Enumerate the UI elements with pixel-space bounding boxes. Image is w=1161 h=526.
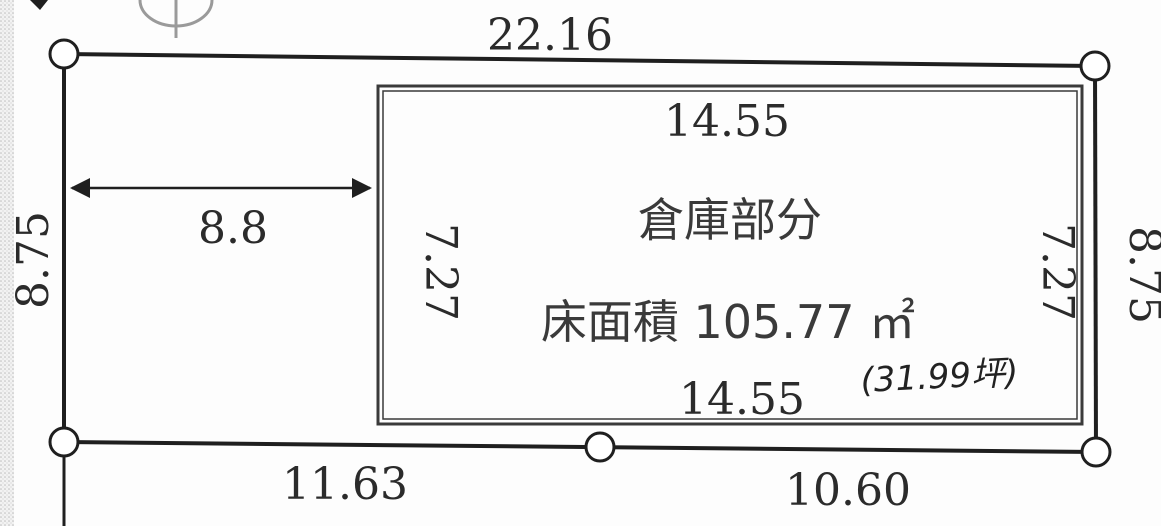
lot-boundary <box>62 52 1098 454</box>
lot-top-length: 22.16 <box>487 10 613 61</box>
building-top-width: 14.55 <box>664 96 790 147</box>
lot-edge-top <box>63 52 1096 68</box>
scan-edge-texture <box>0 0 14 526</box>
building-left-height: 7.27 <box>415 223 466 321</box>
lot-left-depth: 8.75 <box>8 211 59 309</box>
setback-distance: 8.8 <box>198 203 268 254</box>
lot-edge-bottom <box>63 440 1097 454</box>
compass-icon <box>30 0 214 38</box>
floor-area-label: 床面積 105.77 ㎡ <box>541 295 915 349</box>
boundary-marker-bottom-right <box>1080 436 1112 468</box>
building-footprint <box>376 84 1084 426</box>
building-right-height: 7.27 <box>1032 223 1083 321</box>
lot-bottom-right-length: 10.60 <box>785 465 911 516</box>
boundary-markers <box>48 38 1112 468</box>
building-bottom-width: 14.55 <box>679 374 805 425</box>
boundary-marker-top-left <box>48 38 80 70</box>
lot-right-depth: 8.75 <box>1119 226 1161 324</box>
lot-edge-right <box>1093 65 1098 453</box>
boundary-marker-top-right <box>1079 50 1111 82</box>
boundary-marker-bottom-left <box>48 426 80 458</box>
tsubo-note: (31.99坪) <box>860 353 1020 401</box>
boundary-marker-bottom-mid <box>584 431 616 463</box>
building-label: 倉庫部分 <box>638 193 822 247</box>
lot-bottom-left-length: 11.63 <box>282 459 408 510</box>
